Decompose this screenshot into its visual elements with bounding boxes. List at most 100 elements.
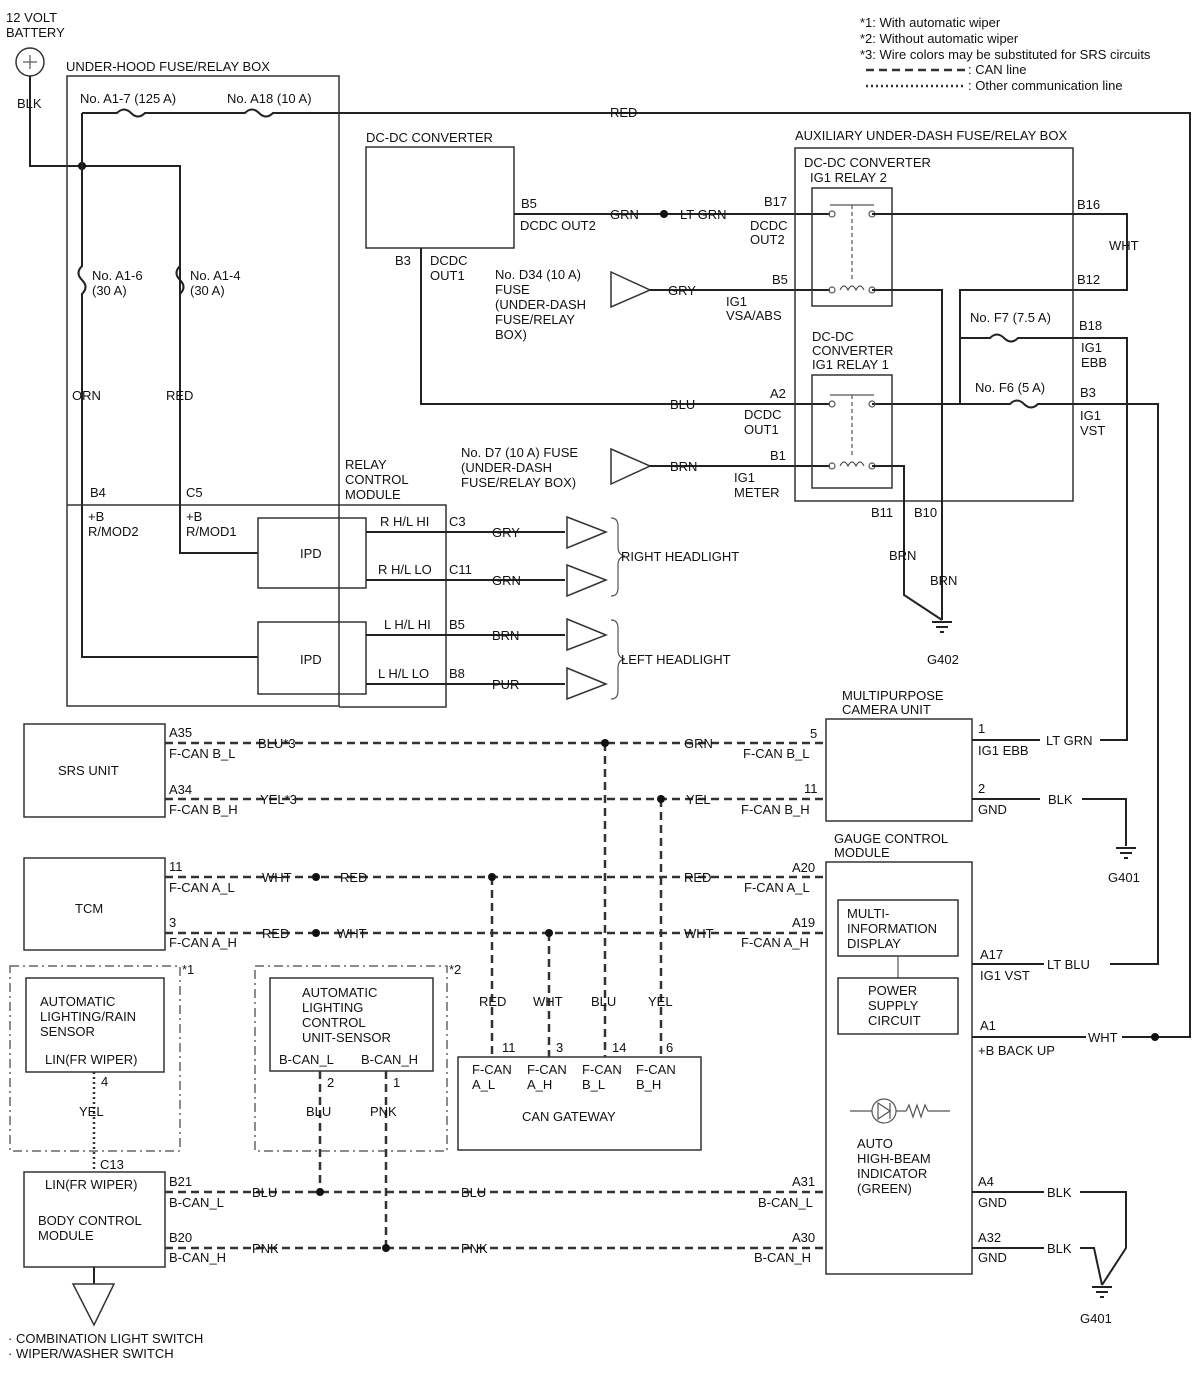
aux-a2-1: DCDC: [744, 407, 782, 422]
camera-title-2: CAMERA UNIT: [842, 702, 931, 717]
relay1-box: [811, 374, 893, 489]
bcm-c13: C13: [100, 1157, 124, 1172]
gw-p11: 11: [502, 1040, 516, 1055]
wire-brn-d7-label: BRN: [670, 459, 697, 474]
bcm-title-2: MODULE: [38, 1228, 94, 1243]
ipd-left-label: IPD: [300, 652, 322, 667]
d34-l1: No. D34 (10 A): [495, 267, 581, 282]
gw-n3a: F-CAN: [582, 1062, 622, 1077]
aux-title: AUXILIARY UNDER-DASH FUSE/RELAY BOX: [795, 128, 1067, 143]
alc-star: *2: [449, 962, 461, 977]
splice-backup: [1151, 1033, 1159, 1041]
aux-b5-1: IG1: [726, 294, 747, 309]
note-2: *2: Without automatic wiper: [860, 31, 1019, 46]
aux-b3-1: IG1: [1080, 408, 1101, 423]
rcm-b4-name: R/MOD2: [88, 524, 139, 539]
gw-n4a: F-CAN: [636, 1062, 676, 1077]
rain-sensor-option-frame: [9, 965, 181, 1152]
bcm-wire-blu-1: BLU: [252, 1185, 277, 1200]
ipd-right-label: IPD: [300, 546, 322, 561]
rcm-c11: C11: [449, 562, 472, 577]
gauge-a31: A31: [792, 1174, 815, 1189]
alc-p2: 2: [327, 1075, 334, 1090]
splice-gw-blu: [601, 739, 609, 747]
gauge-a20-name: F-CAN A_L: [744, 880, 810, 895]
tcm-title: TCM: [75, 901, 103, 916]
battery-label-1: 12 VOLT: [6, 10, 57, 25]
bcm-b20: B20: [169, 1230, 192, 1245]
alc-unit: [269, 977, 434, 1072]
rcm-b8: B8: [449, 666, 465, 681]
aux-b1: B1: [770, 448, 786, 463]
ground-g401-camera-icon: [1116, 847, 1136, 859]
splice-tcm-ah: [312, 929, 320, 937]
dcdc-out2: DCDC OUT2: [520, 218, 596, 233]
left-headlight-label: LEFT HEADLIGHT: [621, 652, 731, 667]
splice-gw-yel: [657, 795, 665, 803]
relay2-box: [811, 187, 893, 307]
gw-n4b: B_H: [636, 1077, 661, 1092]
note-can: : CAN line: [968, 62, 1027, 77]
battery-label-2: BATTERY: [6, 25, 65, 40]
gauge-a32-name: GND: [978, 1250, 1007, 1265]
srs-a35-wire: BLU*3: [258, 736, 296, 751]
fuse-a1-4-label-2: (30 A): [190, 283, 225, 298]
camera-p2-name: GND: [978, 802, 1007, 817]
d34-l5: BOX): [495, 327, 527, 342]
camera-title-1: MULTIPURPOSE: [842, 688, 944, 703]
fuse-a1-7-label: No. A1-7 (125 A): [80, 91, 176, 106]
srs-a34-wire: YEL*3: [260, 792, 297, 807]
aux-b17: B17: [764, 194, 787, 209]
camera-p1: 1: [978, 721, 985, 736]
gauge-a1-name: +B BACK UP: [978, 1043, 1055, 1058]
mid-label-2: INFORMATION: [847, 921, 937, 936]
tcm-wire-wht-2: WHT: [337, 926, 367, 941]
power-supply-circuit: [837, 977, 959, 1035]
rcm-rhi: R H/L HI: [380, 514, 429, 529]
dcdc-converter: [365, 146, 515, 249]
tcm-p3: 3: [169, 915, 176, 930]
gw-title: CAN GATEWAY: [522, 1109, 616, 1124]
note-3: *3: Wire colors may be substituted for S…: [860, 47, 1151, 62]
bcm-lin: LIN(FR WIPER): [45, 1177, 137, 1192]
left-headlight-icon: [566, 617, 626, 701]
srs-title: SRS UNIT: [58, 763, 119, 778]
splice-b-h: [382, 1244, 390, 1252]
alc-bl: B-CAN_L: [279, 1052, 334, 1067]
aux-fuse-box: [794, 147, 1074, 502]
wire-brn-label: BRN: [492, 628, 519, 643]
wire-battery-feed: [29, 76, 181, 505]
wire-blu-dcdc: BLU: [670, 397, 695, 412]
gw-p14: 14: [612, 1040, 626, 1055]
gw-n1a: F-CAN: [472, 1062, 512, 1077]
alc-title-3: CONTROL: [302, 1015, 366, 1030]
wire-gauge-gnd2-b: [1080, 1247, 1103, 1286]
bcm-wire-blu-2: BLU: [461, 1185, 486, 1200]
gauge-a30-name: B-CAN_H: [754, 1250, 811, 1265]
led-icon: [850, 1098, 950, 1124]
gw-n2b: A_H: [527, 1077, 552, 1092]
wire-relay2-coil: [872, 289, 943, 620]
bcm-b20-name: B-CAN_H: [169, 1250, 226, 1265]
bcm-switch-1: · COMBINATION LIGHT SWITCH: [8, 1331, 203, 1346]
rain-wire-yel: YEL: [79, 1104, 104, 1119]
alc-p1: 1: [393, 1075, 400, 1090]
wire-gry-d34-label: GRY: [668, 283, 696, 298]
rcm-title-3: MODULE: [345, 487, 401, 502]
wire-red-label: RED: [166, 388, 193, 403]
wire-orn-label: ORN: [72, 388, 101, 403]
aux-brn-1: BRN: [889, 548, 916, 563]
ipd-right: [257, 517, 367, 589]
wire-f7-ebb: [960, 333, 1128, 741]
bcm-b21-name: B-CAN_L: [169, 1195, 224, 1210]
gauge-wire-blk-2: BLK: [1047, 1241, 1072, 1256]
gauge-wire-wht-2: WHT: [1088, 1030, 1118, 1045]
tcm-wire-red-1: RED: [340, 870, 367, 885]
aux-b1-1: IG1: [734, 470, 755, 485]
rcm-c5-plus: +B: [186, 509, 202, 524]
fuse-a1-6-label-2: (30 A): [92, 283, 127, 298]
alc-bh: B-CAN_H: [361, 1052, 418, 1067]
wire-grn-dcdc: GRN: [610, 207, 639, 222]
wire-relay2-out: [872, 213, 1128, 404]
splice-gw-wht: [545, 929, 553, 937]
